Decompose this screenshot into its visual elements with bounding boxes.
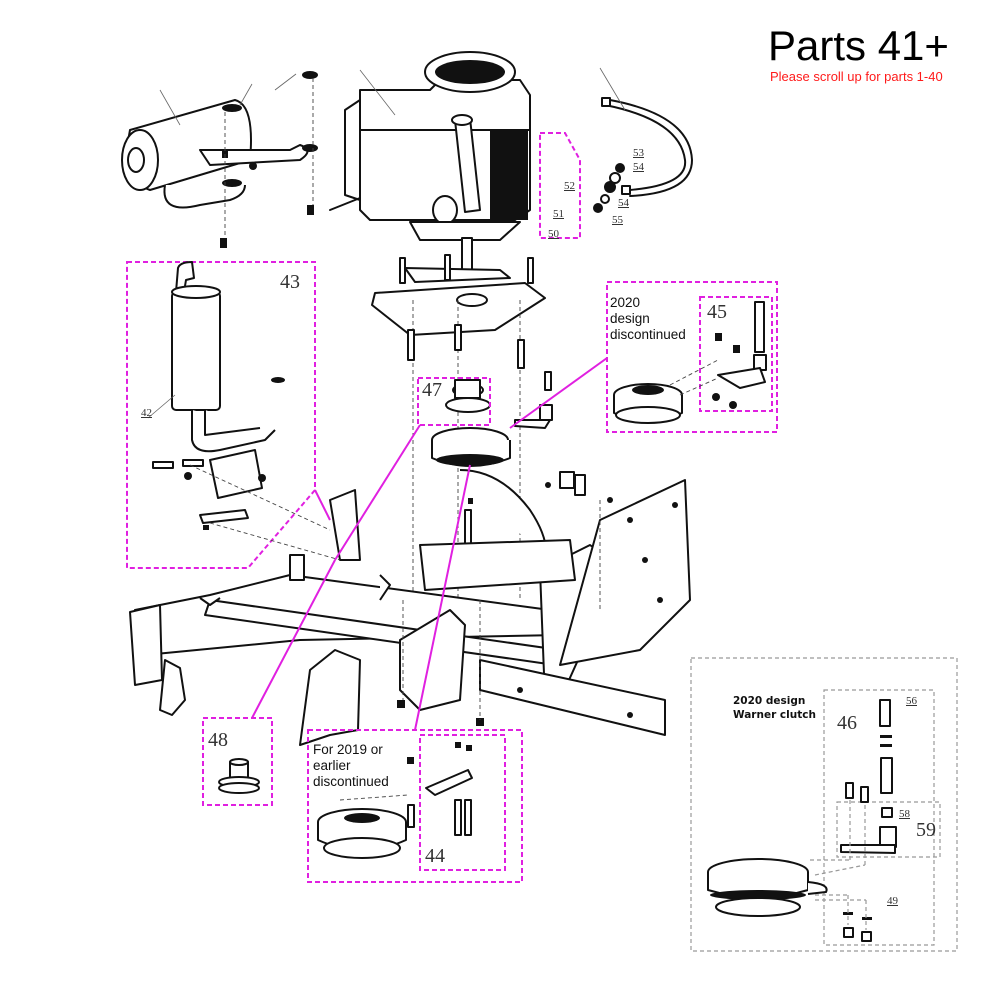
engine bbox=[329, 51, 531, 279]
callout-label-43: 43 bbox=[280, 271, 300, 293]
part-label-54a: 54 bbox=[633, 161, 644, 173]
note-line: For 2019 or bbox=[313, 742, 383, 757]
engine-deck-plate bbox=[371, 254, 552, 600]
part-label-56: 56 bbox=[906, 695, 917, 707]
part-label-50: 50 bbox=[548, 228, 559, 240]
part-label-55: 55 bbox=[612, 214, 623, 226]
part-label-53: 53 bbox=[633, 147, 644, 159]
callout-box-44-inner bbox=[419, 734, 506, 871]
part-label-51: 51 bbox=[553, 208, 564, 220]
mower-chassis-frame bbox=[129, 471, 691, 746]
callout-label-44: 44 bbox=[425, 845, 445, 867]
page-title: Parts 41+ bbox=[768, 22, 949, 69]
callout-box-48 bbox=[202, 717, 273, 806]
callout-box-45-outer bbox=[606, 281, 778, 433]
callout-box-46 bbox=[823, 689, 935, 946]
note-line: discontinued bbox=[313, 774, 389, 789]
muffler-assembly-top bbox=[121, 71, 318, 248]
warner-clutch-panel bbox=[690, 657, 958, 952]
clutch-2020-discontinued bbox=[613, 301, 767, 424]
callout-box-45-inner bbox=[699, 296, 773, 412]
callout-box-50-52 bbox=[539, 132, 581, 239]
part-label-49: 49 bbox=[887, 895, 898, 907]
fuel-line bbox=[593, 67, 693, 213]
note-line: discontinued bbox=[610, 327, 686, 342]
note-2019-discontinued: For 2019 or earlier discontinued bbox=[313, 742, 389, 790]
callout-label-47: 47 bbox=[422, 379, 442, 401]
callout-box-43 bbox=[126, 261, 316, 569]
scroll-up-note: Please scroll up for parts 1-40 bbox=[770, 69, 943, 84]
warner-clutch bbox=[707, 699, 897, 942]
note-line: 2020 design bbox=[733, 695, 806, 707]
note-line: design bbox=[610, 311, 650, 326]
note-warner-clutch: 2020 design Warner clutch bbox=[733, 694, 816, 722]
callout-label-48: 48 bbox=[208, 729, 228, 751]
callout-box-47 bbox=[417, 377, 491, 426]
callout-label-46: 46 bbox=[837, 712, 857, 734]
part-label-58: 58 bbox=[899, 808, 910, 820]
callout-box-59 bbox=[836, 801, 941, 858]
note-line: Warner clutch bbox=[733, 709, 816, 721]
callout-leaders bbox=[251, 357, 608, 731]
clutch-assembly-main bbox=[431, 379, 553, 561]
note-line: 2020 bbox=[610, 295, 641, 310]
callout-label-45: 45 bbox=[707, 301, 727, 323]
note-2020-discontinued: 2020 design discontinued bbox=[610, 295, 686, 343]
callout-label-59: 59 bbox=[916, 819, 936, 841]
part-label-54b: 54 bbox=[618, 197, 629, 209]
part-label-42: 42 bbox=[141, 407, 152, 419]
note-line: earlier bbox=[313, 758, 351, 773]
pulley-48 bbox=[218, 758, 260, 794]
part-label-52: 52 bbox=[564, 180, 575, 192]
clutch-2019-discontinued bbox=[317, 742, 473, 859]
muffler-assembly-43 bbox=[147, 261, 341, 561]
